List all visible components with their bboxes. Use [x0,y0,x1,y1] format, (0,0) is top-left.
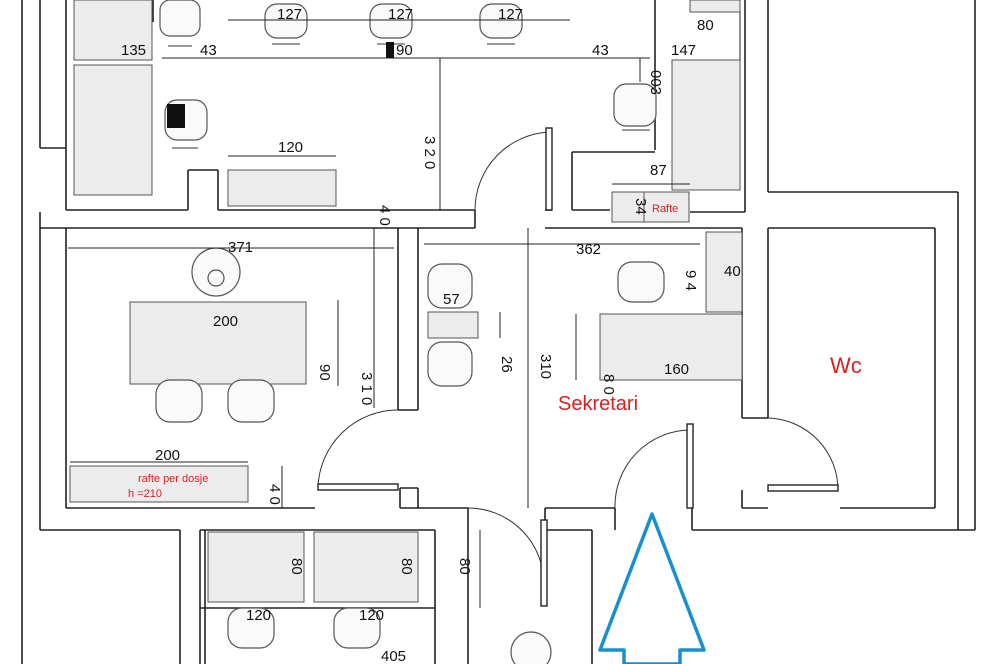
dim-320: 3 2 0 [421,136,438,169]
dim-94: 9 4 [682,270,699,291]
chair [333,607,381,649]
dim-34: 34 [632,198,649,215]
dim-003: 003 [647,70,664,95]
chair [617,261,665,303]
dim-90-mid: 90 [316,364,333,381]
dim-87: 87 [650,162,667,179]
dim-362: 362 [576,241,601,258]
doors [317,127,839,607]
room-labels: Sekretari Wc Rafte rafte per dosje h =21… [128,203,862,500]
dim-40-b: 40 [724,263,741,280]
dim-40-c: 4 0 [266,484,283,505]
label-rafte: Rafte [652,203,678,215]
column-marker [386,42,394,58]
dim-80-door: 80 [456,558,473,575]
chair [159,0,201,47]
dimension-lines [68,12,741,608]
dim-127-a: 127 [277,6,302,23]
dim-80-bot2: 80 [398,558,415,575]
dim-200-desk: 200 [213,313,238,330]
dim-57: 57 [443,291,460,308]
dim-90-top: 90 [396,42,413,59]
dim-40-a: 4 0 [376,205,393,226]
dim-160: 160 [664,361,689,378]
chair [369,3,413,45]
label-wc: Wc [830,353,862,378]
label-h210: h =210 [128,488,162,500]
chair [264,3,308,45]
dim-80-top: 80 [697,17,714,34]
dim-120-top: 120 [278,139,303,156]
chair [191,247,241,297]
column-marker [167,104,185,128]
dim-371: 371 [228,239,253,256]
chair [479,3,523,45]
dim-43-b: 43 [592,42,609,59]
dim-147: 147 [671,42,696,59]
chair [613,83,657,131]
chair [155,379,203,423]
chair [227,379,275,423]
chairs [155,0,665,664]
dim-135: 135 [121,42,146,59]
dim-26: 26 [498,356,515,373]
dim-120-b: 120 [246,607,271,624]
dim-405: 405 [381,648,406,664]
dim-80-bot: 80 [288,558,305,575]
dim-43-a: 43 [200,42,217,59]
dim-310-b: 310 [537,354,554,379]
dim-120-c: 120 [359,607,384,624]
label-rafte-per-dosje: rafte per dosje [138,473,208,485]
dim-80-mid: 8 0 [600,374,617,395]
label-sekretari: Sekretari [558,393,638,415]
chair [427,263,473,309]
dim-127-b: 127 [388,6,413,23]
entrance-arrow-icon [598,512,706,664]
dim-310-a: 3 1 0 [358,372,375,405]
plant [510,631,552,664]
dim-127-c: 127 [498,6,523,23]
chair [227,607,275,649]
dimension-labels: 127 127 127 80 135 43 90 43 147 003 120 … [121,6,741,664]
walls [21,0,976,664]
chair [427,341,473,387]
dim-200-shelf: 200 [155,447,180,464]
furniture [69,0,743,603]
